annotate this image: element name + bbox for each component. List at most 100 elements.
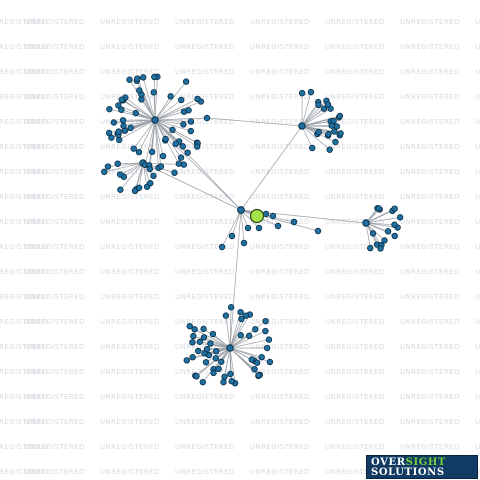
graph-node[interactable] [255,224,263,232]
graph-node[interactable] [120,122,127,130]
graph-node[interactable] [162,135,169,143]
graph-node[interactable] [187,118,195,125]
graph-node[interactable] [116,171,124,178]
graph-node[interactable] [384,228,392,235]
graph-node[interactable] [333,123,340,130]
cluster-hub-node[interactable] [362,219,370,227]
graph-node[interactable] [179,143,187,150]
graph-node[interactable] [147,180,154,187]
graph-node[interactable] [114,160,121,167]
graph-node[interactable] [177,154,185,161]
graph-node[interactable] [253,359,261,366]
graph-node[interactable] [220,378,227,386]
graph-node[interactable] [135,148,143,156]
graph-node[interactable] [262,327,269,335]
graph-node[interactable] [140,74,147,81]
graph-node[interactable] [172,140,179,148]
graph-node[interactable] [189,354,196,361]
graph-node[interactable] [159,152,167,160]
graph-node[interactable] [101,168,108,176]
graph-node[interactable] [210,369,217,377]
graph-node[interactable] [178,96,185,104]
graph-node[interactable] [118,106,125,113]
graph-node[interactable] [110,119,118,126]
graph-node[interactable] [221,373,228,381]
graph-node[interactable] [375,205,382,212]
graph-node[interactable] [331,128,338,135]
graph-node[interactable] [169,126,176,134]
graph-node[interactable] [326,146,333,153]
graph-node[interactable] [194,95,201,103]
graph-node[interactable] [157,163,165,170]
graph-node[interactable] [240,239,248,247]
graph-node[interactable] [183,357,190,364]
graph-node[interactable] [269,212,277,220]
graph-node[interactable] [237,308,244,316]
graph-node[interactable] [325,130,332,138]
graph-node[interactable] [180,161,187,168]
graph-node[interactable] [104,163,112,170]
graph-node[interactable] [127,124,134,132]
graph-node[interactable] [391,205,398,212]
graph-node[interactable] [119,117,127,124]
graph-node[interactable] [200,334,208,341]
graph-node[interactable] [189,339,196,346]
graph-node[interactable] [207,340,214,347]
graph-node[interactable] [193,143,201,150]
graph-node[interactable] [307,88,315,96]
graph-node[interactable] [135,184,143,191]
cluster-hub-node[interactable] [226,344,234,352]
graph-node[interactable] [315,128,323,136]
graph-node[interactable] [248,356,256,363]
graph-node[interactable] [199,378,207,386]
graph-node[interactable] [228,378,235,385]
graph-node[interactable] [252,326,259,333]
graph-node[interactable] [309,144,316,152]
graph-node[interactable] [290,218,298,226]
graph-node[interactable] [265,336,273,343]
graph-node[interactable] [396,214,404,221]
graph-node[interactable] [381,237,388,244]
graph-node[interactable] [115,102,122,109]
graph-node[interactable] [150,89,157,96]
graph-node[interactable] [191,326,198,333]
focus-entity-node[interactable] [249,208,265,224]
graph-node[interactable] [255,372,262,379]
graph-node[interactable] [328,122,335,129]
graph-node[interactable] [203,114,211,122]
graph-node[interactable] [337,130,344,137]
graph-node[interactable] [151,73,158,81]
graph-node[interactable] [150,172,157,180]
graph-node[interactable] [117,186,124,193]
graph-node[interactable] [242,312,250,319]
graph-node[interactable] [132,109,139,117]
graph-node[interactable] [184,149,191,156]
graph-node[interactable] [262,317,269,325]
cluster-hub-node[interactable] [298,122,306,130]
graph-node[interactable] [212,355,219,362]
graph-node[interactable] [180,121,187,128]
graph-node[interactable] [332,138,339,146]
graph-node[interactable] [171,169,178,176]
graph-node[interactable] [391,221,398,228]
graph-node[interactable] [227,370,234,378]
graph-node[interactable] [203,345,211,353]
graph-node[interactable] [118,96,125,103]
graph-node[interactable] [245,332,253,340]
graph-node[interactable] [274,222,282,230]
graph-node[interactable] [228,232,236,240]
graph-node[interactable] [266,358,274,366]
graph-node[interactable] [131,187,139,195]
graph-node[interactable] [244,224,252,232]
graph-node[interactable] [126,76,133,83]
graph-node[interactable] [237,332,244,339]
graph-node[interactable] [213,347,220,355]
graph-node[interactable] [391,232,398,240]
graph-node[interactable] [146,165,154,173]
graph-node[interactable] [135,87,143,94]
graph-node[interactable] [209,330,217,338]
graph-node[interactable] [377,245,384,252]
central-hub-node[interactable] [237,206,245,214]
graph-node[interactable] [196,338,204,345]
graph-node[interactable] [218,358,225,365]
